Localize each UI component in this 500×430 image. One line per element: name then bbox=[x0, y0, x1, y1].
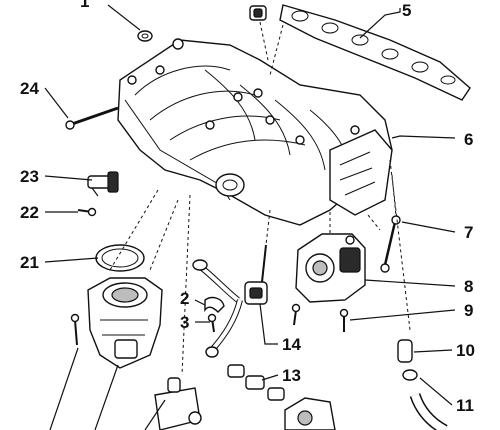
callout-8: 8 bbox=[464, 277, 473, 296]
callout-7: 7 bbox=[464, 223, 473, 242]
cap-part-1 bbox=[137, 30, 153, 42]
callout-1: 1 bbox=[80, 0, 89, 11]
pipe-part-10 bbox=[397, 339, 413, 363]
callout-14: 14 bbox=[282, 335, 301, 354]
screw-part-3 bbox=[207, 313, 217, 333]
connector-part-2 bbox=[204, 296, 225, 313]
callout-6: 6 bbox=[464, 130, 473, 149]
vacuum-hose bbox=[192, 259, 243, 358]
callout-2: 2 bbox=[180, 289, 189, 308]
bottom-module bbox=[284, 397, 336, 430]
assembly-lines bbox=[109, 21, 411, 376]
throttle-body bbox=[87, 277, 163, 369]
screw-part-22 bbox=[77, 207, 97, 217]
bolt-near-14 bbox=[291, 303, 301, 326]
pipe-part-13 bbox=[227, 364, 285, 401]
bolt-part-9 bbox=[339, 308, 349, 332]
callout-labels: 1 5 24 6 23 22 7 21 8 2 9 3 14 10 13 11 bbox=[20, 0, 475, 415]
intake-manifold bbox=[117, 38, 393, 226]
bolt-part-24 bbox=[65, 106, 119, 130]
callout-21: 21 bbox=[20, 253, 39, 272]
callout-24: 24 bbox=[20, 79, 39, 98]
hose-part-11 bbox=[402, 369, 448, 430]
sensor-part-23 bbox=[87, 171, 119, 197]
callout-3: 3 bbox=[180, 313, 189, 332]
callout-10: 10 bbox=[456, 341, 475, 360]
o-ring-part-21 bbox=[95, 244, 145, 272]
gasket-part-5 bbox=[279, 4, 471, 101]
actuator-part-8 bbox=[295, 233, 366, 303]
callout-13: 13 bbox=[282, 366, 301, 385]
mount-bracket bbox=[154, 377, 202, 430]
valve-part-14 bbox=[244, 244, 268, 305]
callout-9: 9 bbox=[464, 301, 473, 320]
callout-11: 11 bbox=[456, 396, 474, 415]
callout-5: 5 bbox=[402, 1, 411, 20]
top-sensor bbox=[249, 5, 267, 21]
leader-lines bbox=[44, 4, 456, 430]
callout-22: 22 bbox=[20, 203, 39, 222]
throttle-bolt bbox=[70, 313, 80, 346]
rod-part-7 bbox=[380, 215, 401, 273]
callout-23: 23 bbox=[20, 167, 39, 186]
